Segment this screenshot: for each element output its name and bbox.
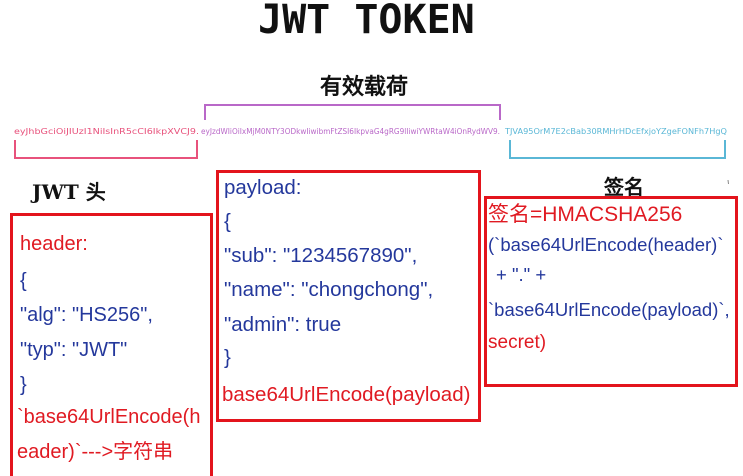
header-json-line: }: [20, 374, 27, 396]
header-json-line: "alg": "HS256",: [20, 304, 153, 326]
header-box-title: header:: [20, 233, 88, 255]
header-json-line: {: [20, 270, 27, 292]
payload-box: payload: { "sub": "1234567890", "name": …: [216, 170, 481, 422]
header-encode-line: eader)`--->字符串: [17, 441, 174, 463]
payload-label: 有效载荷: [320, 74, 409, 100]
signature-bracket: [509, 140, 726, 159]
payload-bracket: [204, 104, 501, 120]
token-overlay: eyJhbGciOiJIUzI1NiIsInR5cCI6IkpXVCJ9. ey…: [14, 104, 729, 185]
payload-json-line: }: [224, 346, 231, 369]
signature-formula-line: + "." +: [496, 264, 547, 285]
signature-formula-line: (`base64UrlEncode(header)`: [488, 234, 724, 255]
header-encode-line: `base64UrlEncode(h: [17, 406, 201, 428]
signature-formula-line: `base64UrlEncode(payload)`,: [488, 299, 730, 320]
payload-json-line: "admin": true: [224, 313, 342, 336]
payload-json-line: "name": "chongchong",: [224, 278, 434, 301]
payload-json-line: "sub": "1234567890",: [224, 244, 418, 267]
stray-mark: [727, 179, 729, 185]
diagram-title: JWT TOKEN: [258, 0, 475, 43]
header-json-line: "typ": "JWT": [20, 339, 128, 361]
payload-box-title: payload:: [224, 176, 302, 199]
header-bracket: [14, 140, 198, 159]
token-signature-segment: TJVA95OrM7E2cBab30RMHrHDcEfxjoYZgeFONFh7…: [504, 127, 727, 136]
header-box: header: { "alg": "HS256", "typ": "JWT" }…: [10, 213, 213, 476]
token-payload-segment: eyJzdWIiOiIxMjM0NTY3ODkwIiwibmFtZSI6Ikpv…: [201, 127, 500, 136]
header-label: JWT 头: [32, 180, 106, 204]
payload-json-line: {: [224, 210, 231, 233]
signature-formula-tail: secret): [488, 332, 547, 353]
signature-formula-head: 签名=HMACSHA256: [488, 203, 683, 226]
signature-box: 签名=HMACSHA256 (`base64UrlEncode(header)`…: [484, 196, 738, 387]
signature-label: 签名: [604, 175, 644, 199]
payload-encode-line: base64UrlEncode(payload): [222, 383, 471, 406]
token-header-segment: eyJhbGciOiJIUzI1NiIsInR5cCI6IkpXVCJ9.: [14, 127, 199, 136]
